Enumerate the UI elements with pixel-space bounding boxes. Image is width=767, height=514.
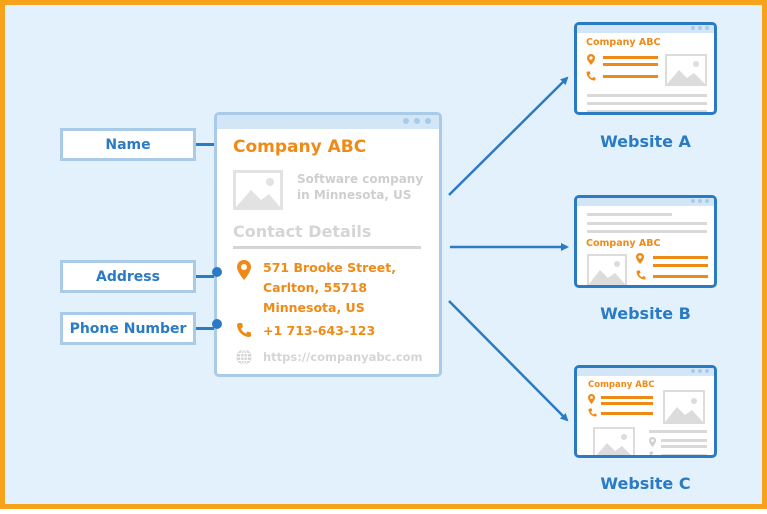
address-line-3: Minnesota, US — [263, 300, 365, 315]
window-dots-icon — [691, 199, 709, 203]
globe-icon — [236, 349, 252, 365]
website-b-company: Company ABC — [586, 238, 661, 249]
website-b-label: Website B — [600, 304, 691, 323]
contact-heading: Contact Details — [233, 222, 372, 241]
location-pin-icon — [649, 437, 656, 447]
address-line-2: Carlton, 55718 — [263, 280, 368, 295]
window-dots-icon — [403, 118, 431, 124]
label-address: Address — [60, 260, 196, 293]
image-placeholder-icon — [233, 170, 283, 210]
address-text: 571 Brooke Street, Carlton, 55718 Minnes… — [263, 258, 396, 318]
arrow-to-website-c — [448, 300, 569, 422]
company-description: Software company in Minnesota, US — [297, 171, 423, 203]
location-pin-icon — [587, 54, 595, 65]
website-c-company: Company ABC — [588, 380, 655, 390]
website-b-mockup: Company ABC — [574, 195, 717, 288]
connector-dot-phone — [212, 319, 222, 329]
phone-icon — [588, 408, 597, 417]
phone-icon — [237, 323, 251, 337]
image-placeholder-icon — [587, 254, 627, 285]
window-dots-icon — [691, 369, 709, 373]
website-a-label: Website A — [600, 132, 691, 151]
connector-address — [196, 275, 218, 278]
label-phone-text: Phone Number — [69, 320, 187, 337]
location-pin-icon — [636, 253, 644, 264]
connector-name — [196, 143, 218, 146]
card-titlebar — [217, 115, 439, 129]
distribution-arrows — [448, 76, 569, 422]
description-line-2: in Minnesota, US — [297, 188, 412, 202]
location-pin-icon — [588, 394, 595, 404]
phone-icon — [586, 71, 596, 81]
contact-divider — [233, 246, 421, 249]
phone-text: +1 713-643-123 — [263, 323, 376, 338]
arrow-to-website-a — [448, 76, 569, 196]
website-c-mockup: Company ABC — [574, 365, 717, 458]
window-dots-icon — [691, 26, 709, 30]
connector-dot-address — [212, 267, 222, 277]
image-placeholder-icon — [593, 427, 635, 455]
address-line-1: 571 Brooke Street, — [263, 260, 396, 275]
location-pin-icon — [237, 260, 251, 280]
phone-icon — [636, 270, 646, 280]
description-line-1: Software company — [297, 172, 424, 186]
label-name: Name — [60, 128, 196, 161]
website-url: https://companyabc.com — [263, 350, 423, 364]
image-placeholder-icon — [665, 54, 707, 86]
image-placeholder-icon — [663, 390, 705, 424]
website-c-label: Website C — [600, 474, 691, 493]
company-name: Company ABC — [233, 137, 367, 157]
connector-phone — [196, 327, 218, 330]
phone-icon — [649, 451, 654, 455]
label-address-text: Address — [96, 268, 160, 285]
website-a-mockup: Company ABC — [574, 22, 717, 115]
business-listing-card: Company ABC Software company in Minnesot… — [214, 112, 442, 377]
label-name-text: Name — [105, 136, 151, 153]
label-phone: Phone Number — [60, 312, 196, 345]
website-a-company: Company ABC — [586, 37, 661, 48]
